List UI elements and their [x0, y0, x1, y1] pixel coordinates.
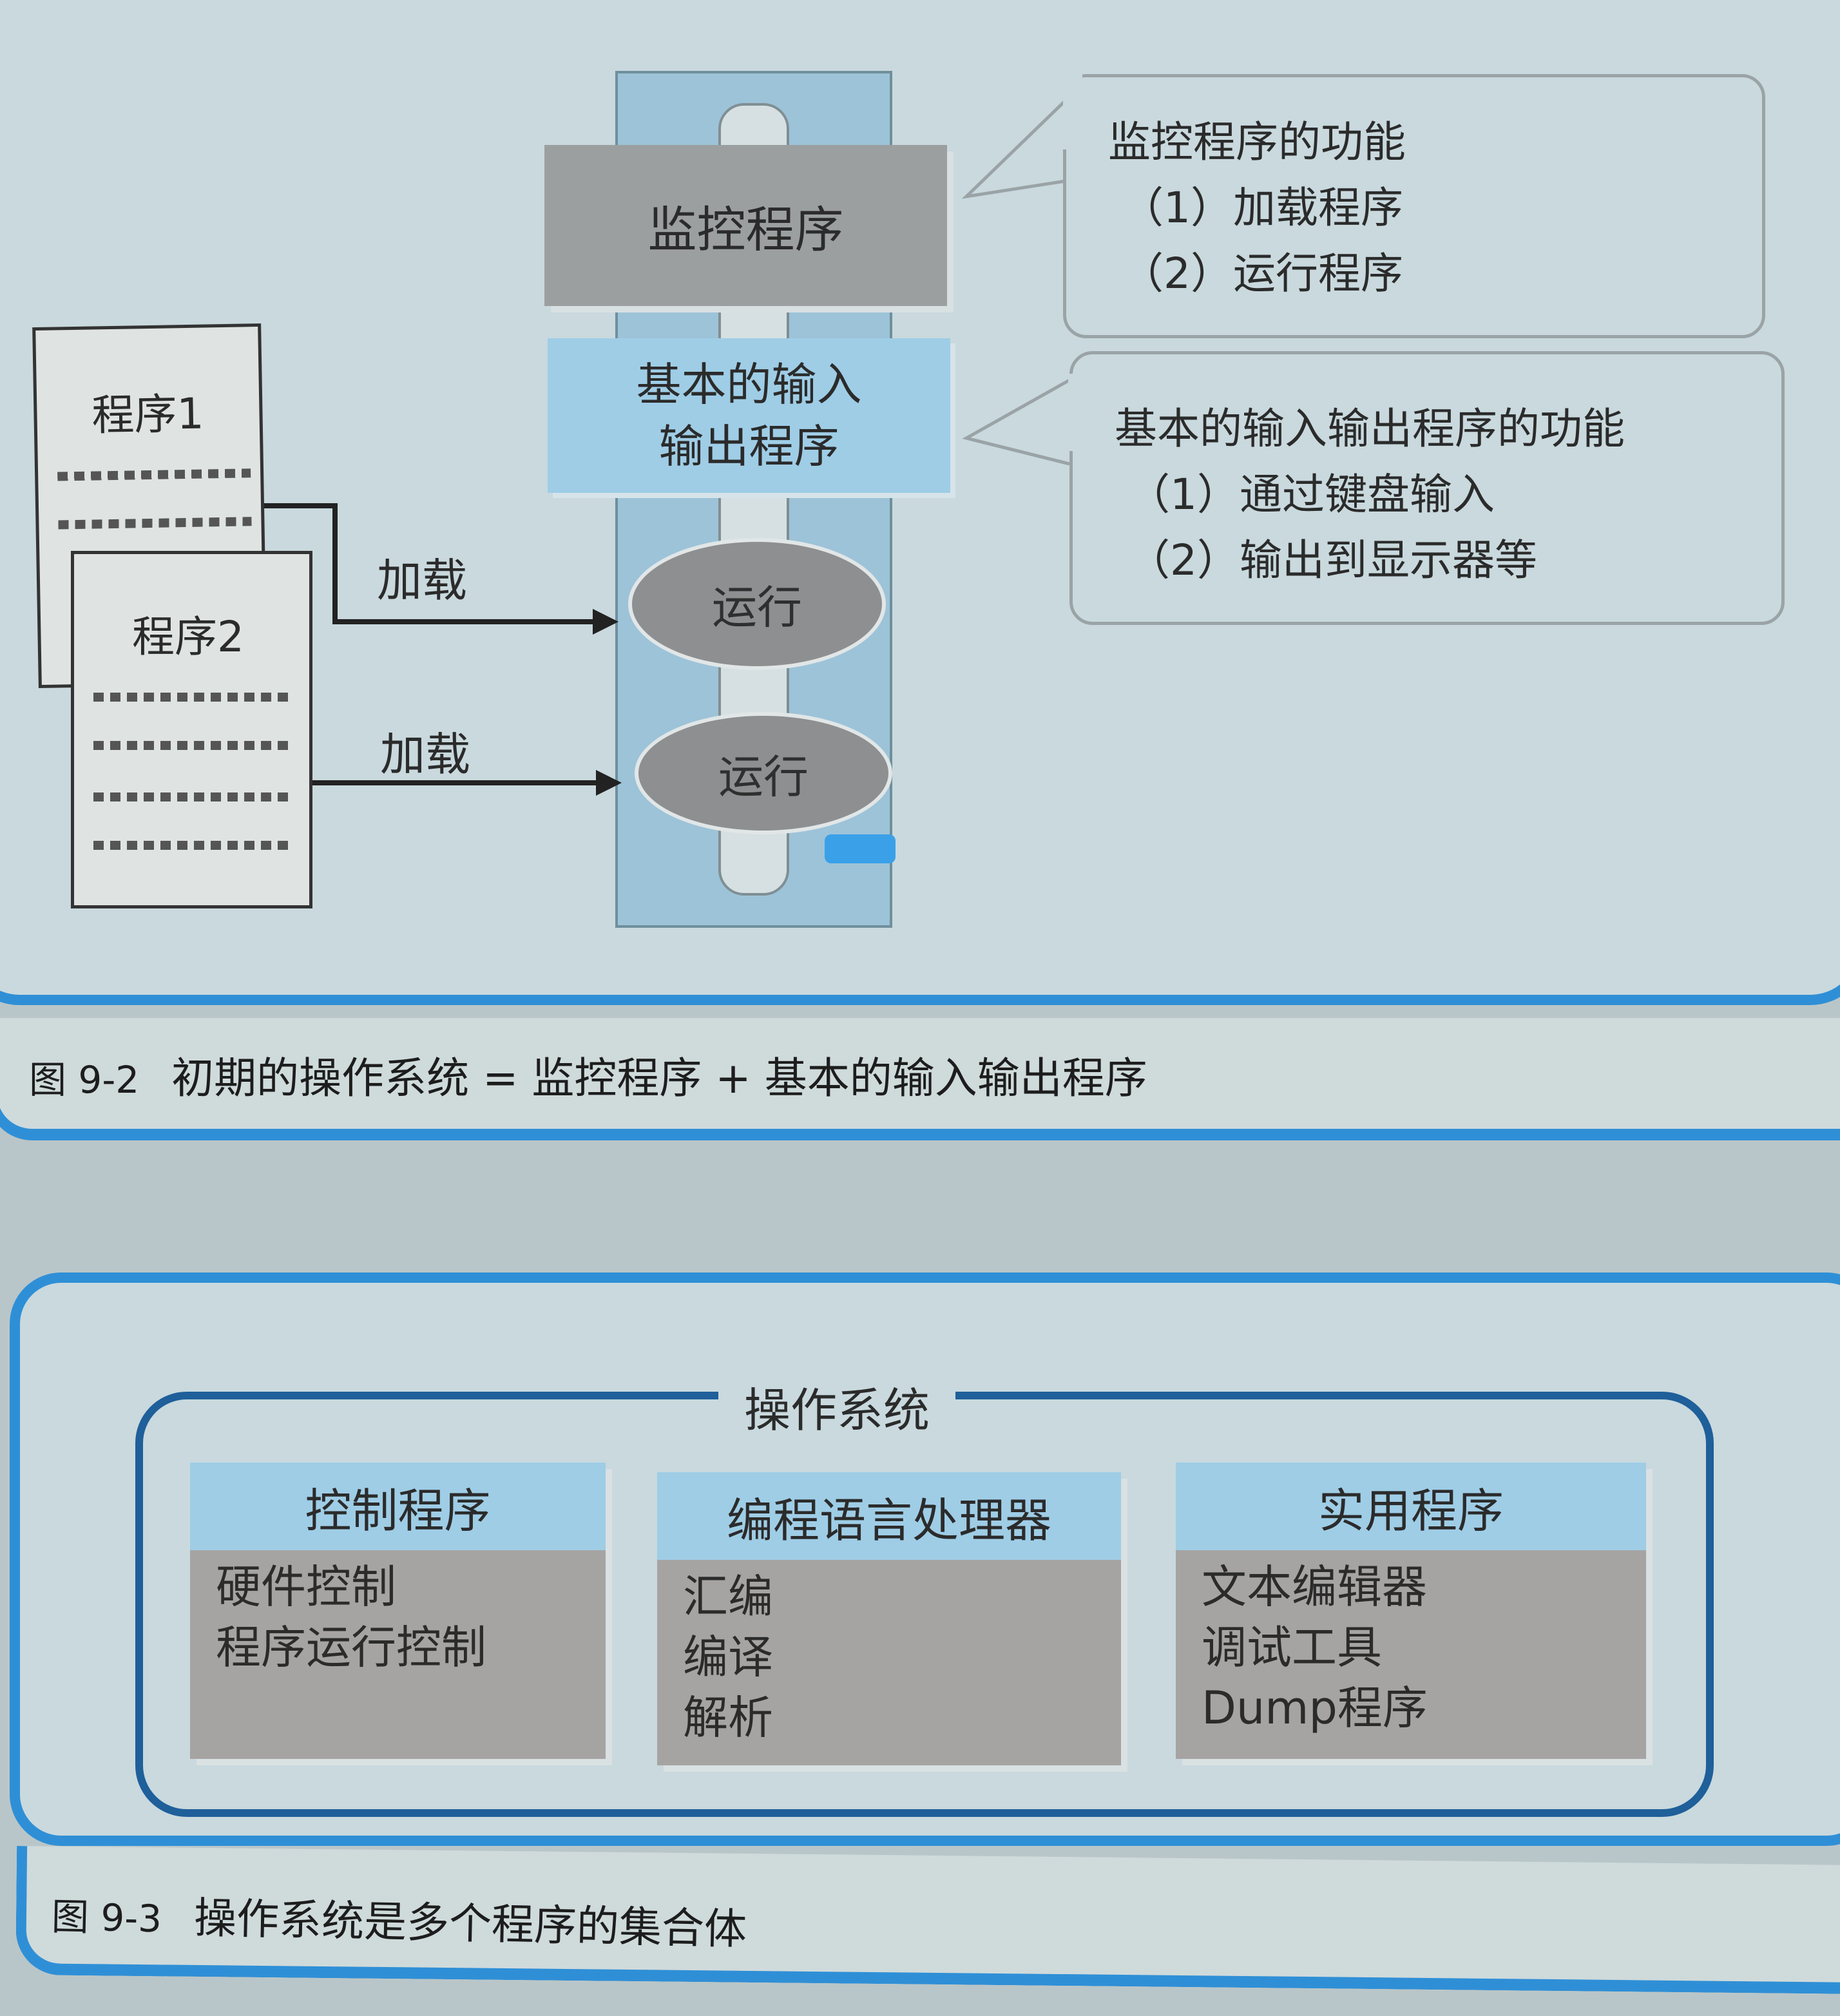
language-processor-items: 汇编 编译 解析 [657, 1560, 1121, 1754]
utility-program-item: Dump程序 [1202, 1682, 1428, 1734]
control-program-items: 硬件控制 程序运行控制 [190, 1550, 606, 1684]
run-label-2: 运行 [718, 750, 809, 803]
run-label-1: 运行 [712, 581, 802, 634]
callout-pointers [961, 95, 1071, 466]
language-processor-card: 编程语言处理器 汇编 编译 解析 [657, 1472, 1121, 1765]
program-2-line [93, 741, 293, 750]
control-program-title: 控制程序 [190, 1463, 606, 1550]
figure-9-3-caption-text: 操作系统是多个程序的集合体 [193, 1893, 747, 1955]
basic-io-label-line1: 基本的输入 [636, 358, 862, 411]
figure-9-2-caption-bar [0, 1018, 1840, 1140]
monitor-function-callout [1063, 74, 1765, 338]
figure-9-3-number: 图 9-3 [51, 1894, 162, 1941]
load-label-2: 加载 [380, 728, 470, 781]
control-program-item: 程序运行控制 [216, 1621, 486, 1674]
language-processor-item: 解析 [683, 1691, 773, 1744]
io-callout-item-2: （2）输出到显示器等 [1127, 535, 1537, 585]
program-2-line [93, 792, 293, 802]
figure-9-2-number: 图 9-2 [29, 1058, 140, 1102]
program-1-line [57, 468, 251, 481]
language-processor-item: 汇编 [683, 1570, 773, 1623]
basic-io-program-box: 基本的输入 输出程序 [548, 338, 950, 493]
program-1-title: 程序1 [91, 389, 205, 441]
run-ellipse-1: 运行 [628, 538, 886, 670]
language-processor-title: 编程语言处理器 [657, 1472, 1121, 1560]
io-function-callout [1069, 351, 1785, 625]
operating-system-label: 操作系统 [718, 1372, 956, 1440]
monitor-callout-item-2: （2）运行程序 [1121, 249, 1403, 298]
figure-9-2-caption: 图 9-2 初期的操作系统 = 监控程序 + 基本的输入输出程序 [29, 1044, 1147, 1106]
load-arrows [264, 503, 622, 796]
monitor-callout-item-1: （1）加载程序 [1121, 183, 1403, 233]
monitor-program-label: 监控程序 [647, 201, 844, 258]
program-2-line [93, 841, 293, 850]
load-label-1: 加载 [377, 554, 467, 607]
program-2-title: 程序2 [132, 612, 244, 662]
control-program-card: 控制程序 硬件控制 程序运行控制 [190, 1463, 606, 1759]
run-ellipse-2: 运行 [635, 712, 892, 834]
utility-program-item: 调试工具 [1202, 1621, 1382, 1674]
program-1-line [58, 517, 252, 530]
io-callout-item-1: （1）通过键盘输入 [1127, 470, 1495, 519]
basic-io-label-line2: 输出程序 [658, 420, 839, 473]
utility-program-items: 文本编辑器 调试工具 Dump程序 [1176, 1550, 1646, 1745]
program-2-line [93, 693, 293, 702]
monitor-program-box: 监控程序 [544, 145, 947, 306]
monitor-callout-text: 监控程序的功能 （1）加载程序 （2）运行程序 [1108, 110, 1406, 307]
figure-9-2-caption-text: 初期的操作系统 = 监控程序 + 基本的输入输出程序 [171, 1053, 1147, 1103]
language-processor-item: 编译 [683, 1631, 773, 1684]
utility-program-card: 实用程序 文本编辑器 调试工具 Dump程序 [1176, 1463, 1646, 1759]
utility-program-title: 实用程序 [1176, 1463, 1646, 1550]
column-indicator [825, 834, 896, 863]
program-2-document: 程序2 [71, 551, 312, 908]
io-callout-title: 基本的输入输出程序的功能 [1115, 404, 1625, 454]
load-arrow-1 [264, 503, 593, 624]
utility-program-item: 文本编辑器 [1202, 1560, 1427, 1613]
control-program-item: 硬件控制 [216, 1560, 396, 1613]
monitor-callout-title: 监控程序的功能 [1108, 117, 1406, 167]
io-callout-text: 基本的输入输出程序的功能 （1）通过键盘输入 （2）输出到显示器等 [1115, 396, 1625, 593]
